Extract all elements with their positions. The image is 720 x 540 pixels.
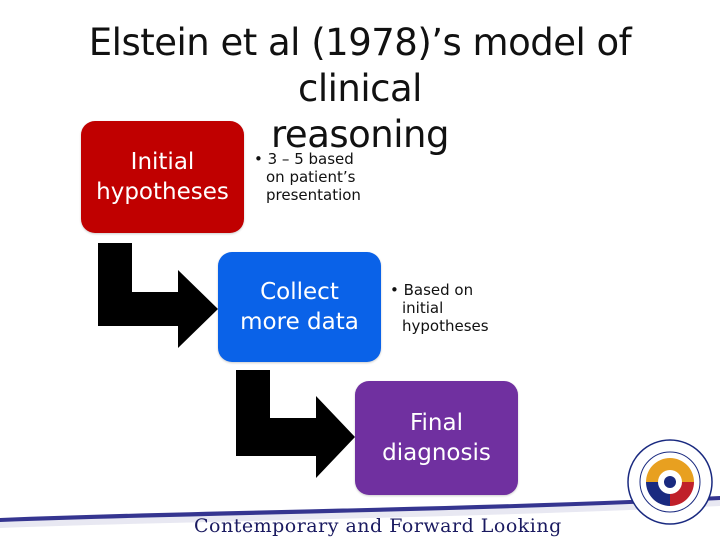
title-line-1: Elstein et al (1978)’s model of clinical (88, 21, 632, 110)
note-collect-more-data: • Based on initial hypotheses (390, 281, 489, 335)
step-initial-hypotheses: Initial hypotheses (81, 121, 244, 233)
university-seal-icon (627, 439, 713, 525)
step-label: Initial (130, 149, 195, 175)
arrow-collect-to-final (236, 370, 355, 478)
step-final-diagnosis: Final diagnosis (355, 381, 518, 495)
step-label: hypotheses (96, 179, 229, 205)
note-line: • Based on (390, 281, 474, 299)
step-label: more data (240, 309, 359, 335)
step-label: Collect (260, 279, 339, 305)
arrow-initial-to-collect (98, 243, 218, 348)
note-line: on patient’s (266, 168, 356, 186)
step-label: Final (409, 410, 463, 436)
title-line-2: reasoning (271, 113, 449, 156)
note-initial-hypotheses: • 3 – 5 based on patient’s presentation (254, 150, 361, 204)
note-line: presentation (266, 186, 361, 204)
step-label: diagnosis (382, 440, 491, 466)
note-line: hypotheses (402, 317, 489, 335)
step-collect-more-data: Collect more data (218, 252, 381, 362)
note-line: • 3 – 5 based (254, 150, 354, 168)
note-line: initial (402, 299, 444, 317)
slide-title: Elstein et al (1978)’s model of clinical… (30, 20, 690, 158)
footer-tagline: Contemporary and Forward Looking (194, 515, 562, 537)
